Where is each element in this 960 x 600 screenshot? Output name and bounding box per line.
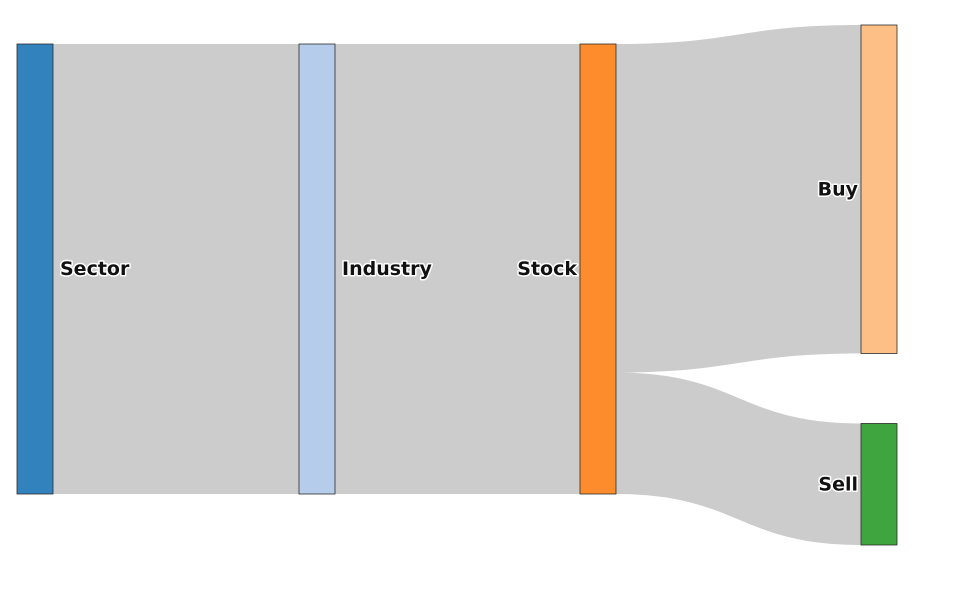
node-label-sector: Sector (60, 258, 130, 280)
node-sell (860, 423, 898, 546)
node-label-industry: Industry (342, 258, 432, 280)
sankey-links (53, 25, 861, 545)
node-stock (579, 43, 617, 495)
link-stock-to-sell (616, 372, 861, 545)
link-industry-to-stock (335, 44, 580, 494)
node-label-buy: Buy (818, 178, 859, 200)
link-sector-to-industry (53, 44, 299, 494)
node-industry (298, 43, 336, 495)
sankey-nodes (16, 24, 898, 546)
link-stock-to-buy (616, 25, 861, 373)
node-label-stock: Stock (517, 258, 577, 280)
node-buy (860, 24, 898, 354)
node-label-sell: Sell (818, 473, 858, 495)
node-sector (16, 43, 54, 495)
